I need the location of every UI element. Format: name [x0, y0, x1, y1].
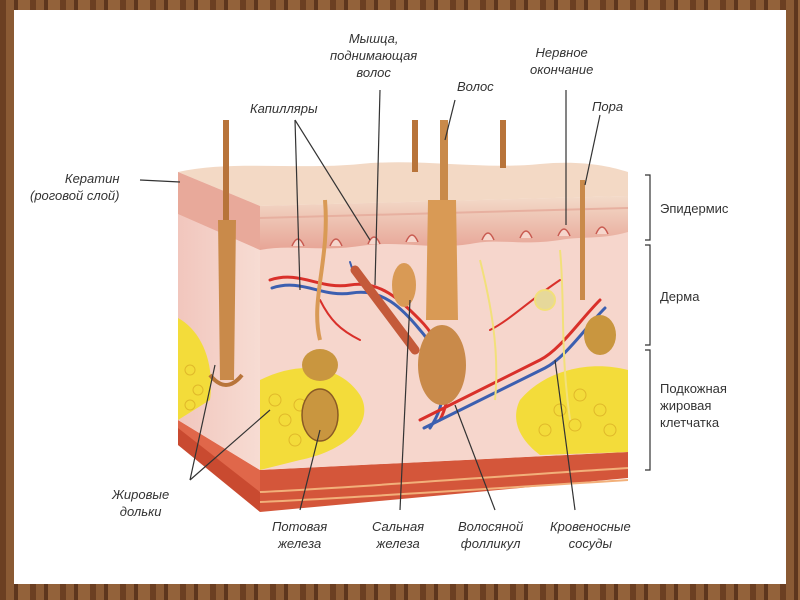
label-epidermis: Эпидермис — [660, 200, 728, 217]
hair-bulb — [418, 325, 466, 405]
label-hair-follicle: Волосяной фолликул — [458, 518, 523, 552]
label-nerve-ending: Нервное окончание — [530, 44, 593, 78]
label-keratin: Кератин (роговой слой) — [30, 170, 119, 204]
label-blood-vessels: Кровеносные сосуды — [550, 518, 631, 552]
label-capillaries: Капилляры — [250, 100, 318, 117]
label-arrector-muscle: Мышца, поднимающая волос — [330, 30, 417, 81]
pore-gland — [584, 315, 616, 355]
label-fat-lobules: Жировые дольки — [112, 486, 169, 520]
label-pore: Пора — [592, 98, 623, 115]
label-hypodermis: Подкожная жировая клетчатка — [660, 380, 727, 431]
label-dermis: Дерма — [660, 288, 699, 305]
label-hair: Волос — [457, 78, 494, 95]
label-sweat-gland: Потовая железа — [272, 518, 327, 552]
label-sebaceous-gland: Сальная железа — [372, 518, 424, 552]
layer-brackets — [645, 175, 650, 470]
